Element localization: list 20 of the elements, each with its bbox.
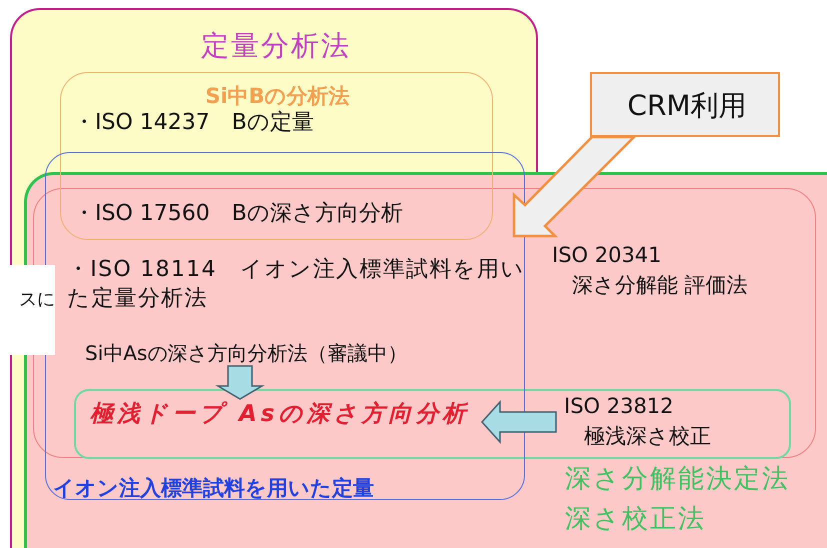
method-text: イオン注入標準試料を用いた定量 — [53, 475, 374, 502]
method-text: 極浅ドープ Asの深さ方向分析 — [90, 400, 470, 430]
method-text: 深さ校正法 — [565, 503, 706, 536]
method-text: CRM利用 — [626, 88, 748, 124]
block-arrow — [215, 365, 265, 400]
heading: 定量分析法 — [200, 28, 352, 64]
method-text: ISO 20341 — [552, 242, 662, 269]
method-text: ・ISO 17560 Bの深さ方向分析 — [73, 200, 403, 228]
method-text: 深さ分解能 評価法 — [572, 272, 748, 299]
method-text: 極浅深さ校正 — [584, 423, 711, 450]
method-text: ・ISO 18114 イオン注入標準試料を用いた定量分析法 — [67, 256, 525, 313]
method-text: 深さ分解能決定法 — [565, 463, 790, 496]
heading: Si中Bの分析法 — [204, 83, 351, 110]
method-box — [74, 389, 791, 459]
block-arrow — [512, 136, 638, 238]
method-text: ISO 23812 — [564, 393, 674, 420]
method-text: ・ISO 14237 Bの定量 — [73, 109, 314, 137]
block-arrow — [481, 400, 557, 444]
callout-box — [590, 72, 780, 137]
method-text: Si中Asの深さ方向分析法（審議中） — [85, 340, 408, 366]
